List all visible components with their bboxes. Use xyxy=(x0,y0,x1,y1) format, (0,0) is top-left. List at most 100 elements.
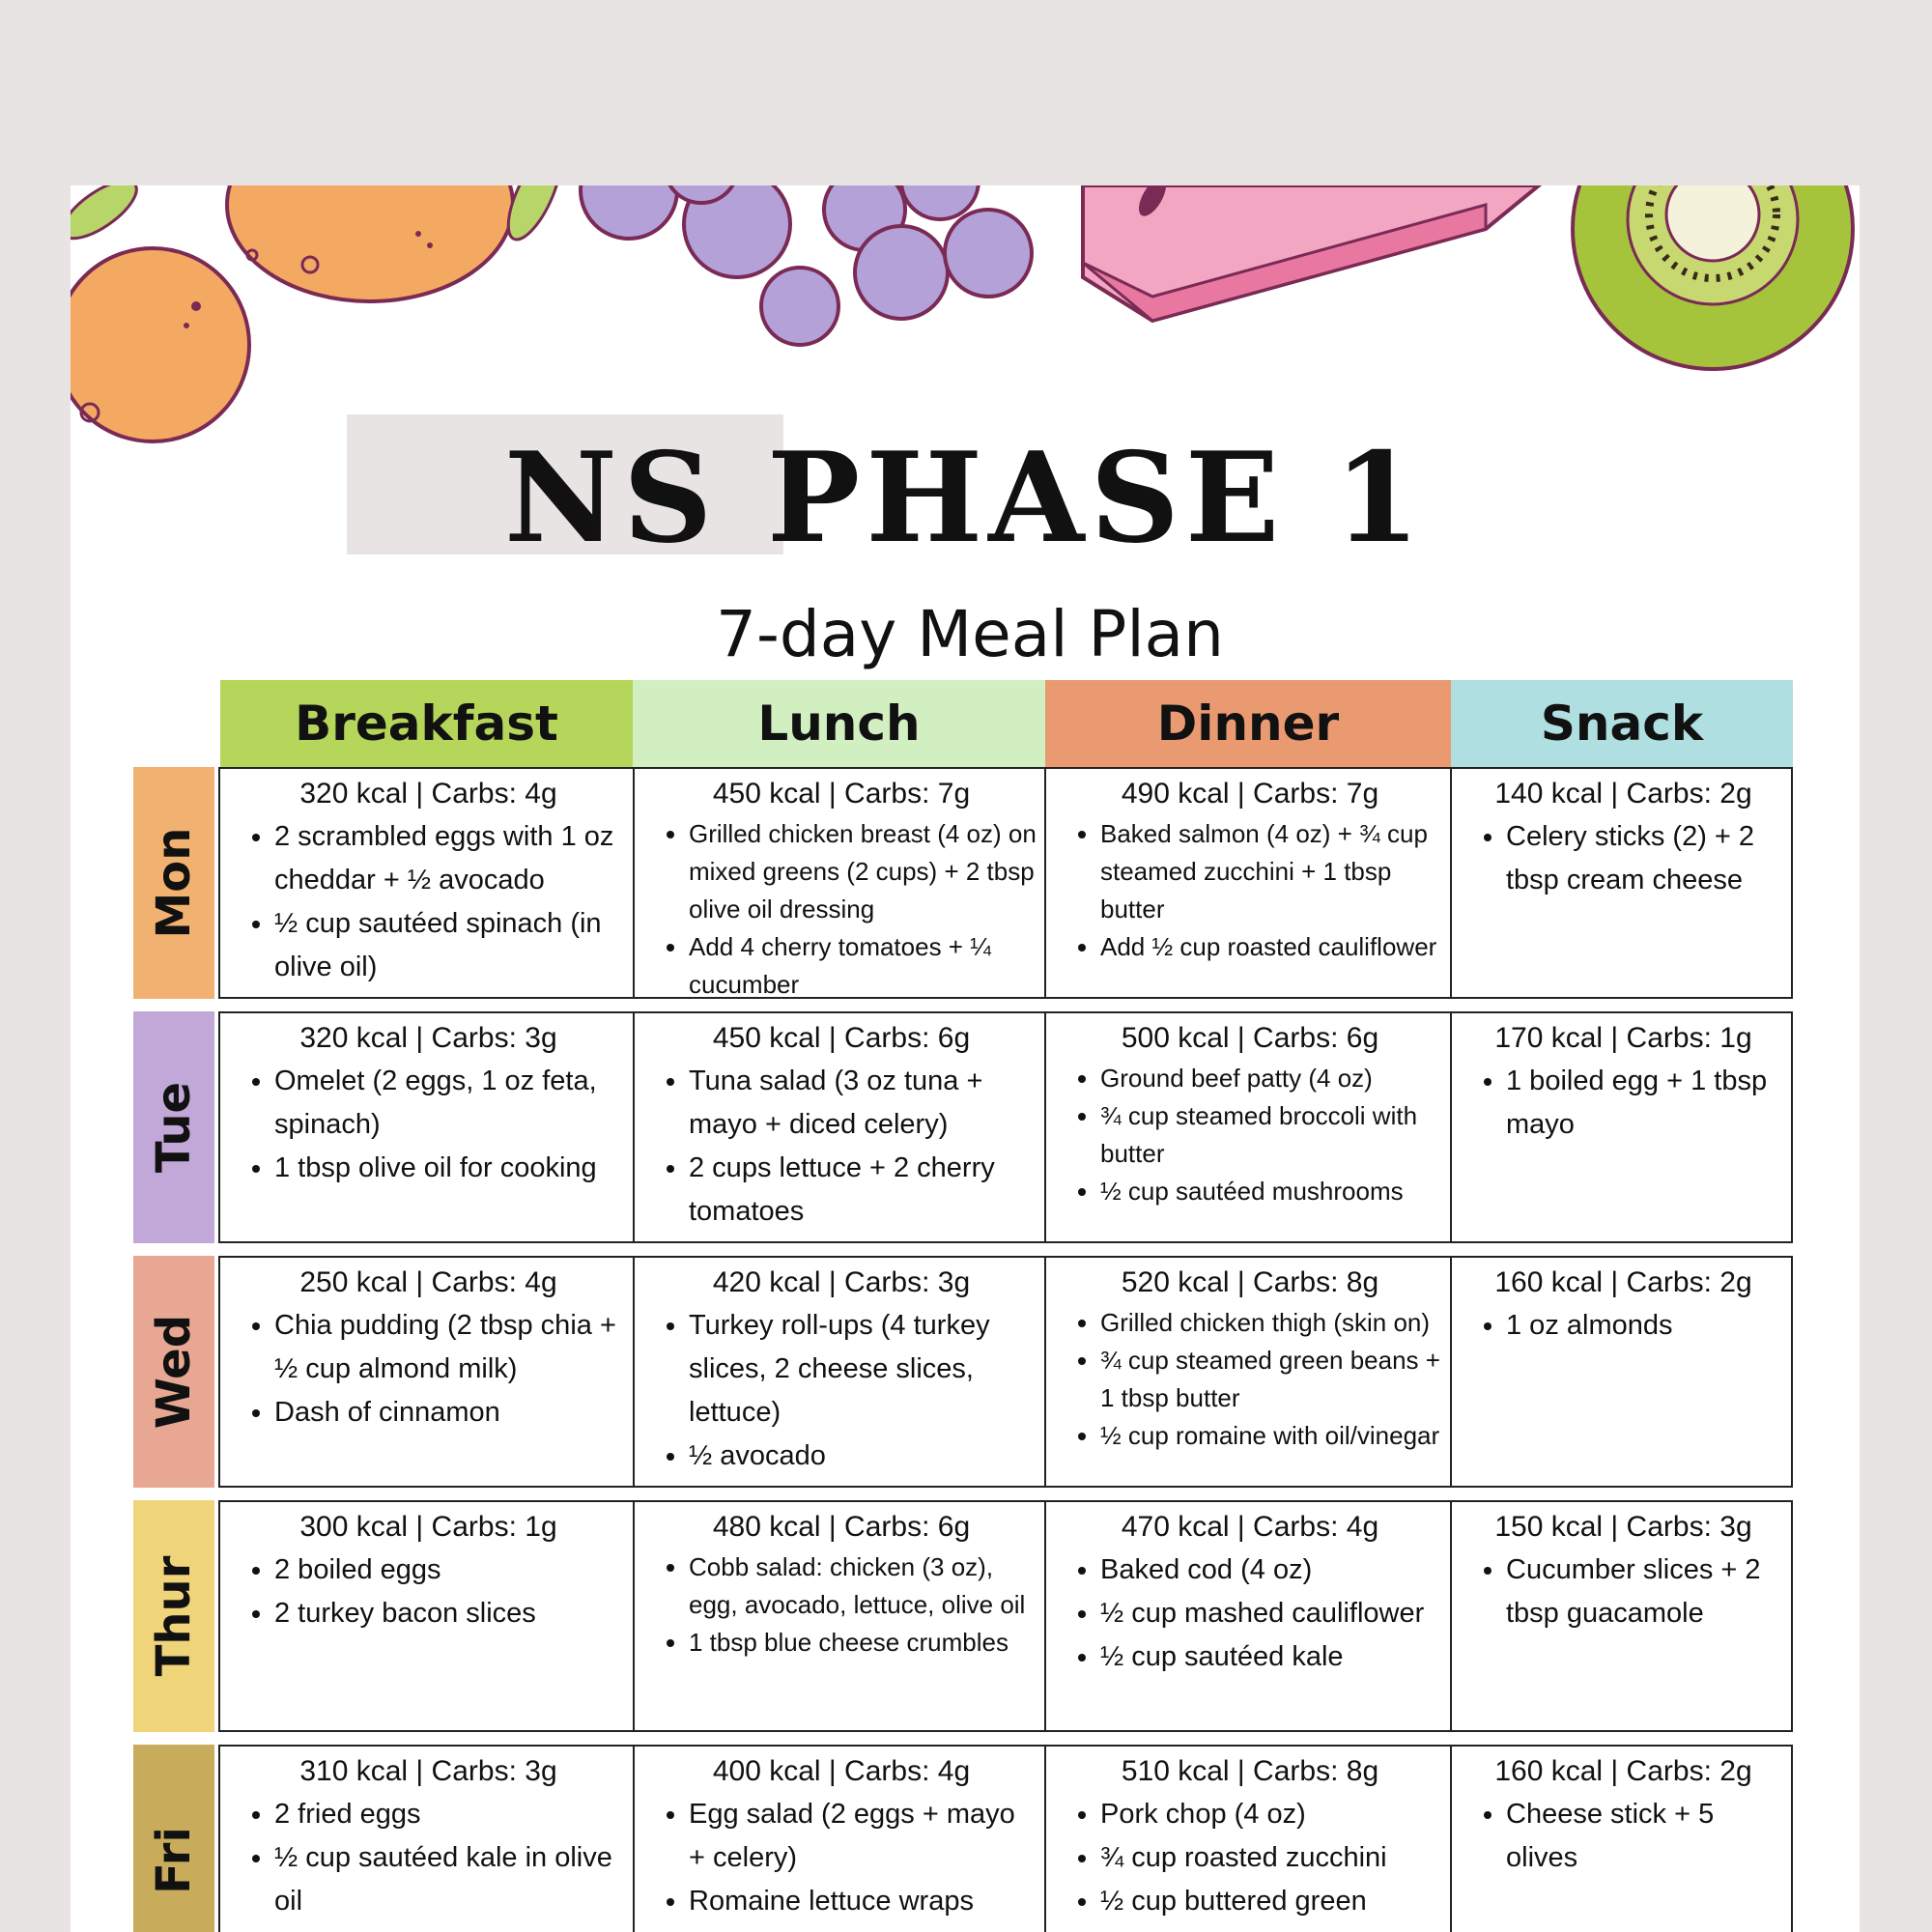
meal-cell-dinner: 510 kcal | Carbs: 8g Pork chop (4 oz)¾ c… xyxy=(1046,1747,1450,1932)
meal-item: Ground beef patty (4 oz) xyxy=(1100,1060,1442,1097)
meal-plan-page: NS PHASE 1 7-day Meal Plan Breakfast Lun… xyxy=(71,185,1860,1932)
kcal-carbs: 490 kcal | Carbs: 7g xyxy=(1121,778,1379,810)
kcal-carbs: 470 kcal | Carbs: 4g xyxy=(1121,1511,1379,1543)
table-row: 320 kcal | Carbs: 4g 2 scrambled eggs wi… xyxy=(218,767,1793,999)
meal-cell-dinner: 490 kcal | Carbs: 7g Baked salmon (4 oz)… xyxy=(1046,769,1450,997)
meal-cell-breakfast: 320 kcal | Carbs: 4g 2 scrambled eggs wi… xyxy=(220,769,633,997)
meal-item: Chia pudding (2 tbsp chia + ½ cup almond… xyxy=(274,1304,625,1391)
meal-item: ½ cup sautéed kale in olive oil xyxy=(274,1836,625,1923)
table-row: 320 kcal | Carbs: 3g Omelet (2 eggs, 1 o… xyxy=(218,1011,1793,1243)
meal-item: Dash of cinnamon xyxy=(274,1391,625,1435)
meal-cell-snack: 160 kcal | Carbs: 2g Cheese stick + 5 ol… xyxy=(1452,1747,1791,1932)
day-label-text: Fri xyxy=(147,1827,201,1894)
kcal-carbs: 510 kcal | Carbs: 8g xyxy=(1121,1755,1379,1787)
meal-item: Baked salmon (4 oz) + ¾ cup steamed zucc… xyxy=(1100,815,1442,928)
meal-item: ¾ cup steamed green beans + 1 tbsp butte… xyxy=(1100,1342,1442,1417)
kcal-carbs: 420 kcal | Carbs: 3g xyxy=(712,1266,971,1298)
meal-cell-breakfast: 300 kcal | Carbs: 1g 2 boiled eggs2 turk… xyxy=(220,1502,633,1730)
kcal-carbs: 500 kcal | Carbs: 6g xyxy=(1121,1022,1379,1054)
orange-left-icon xyxy=(71,246,251,443)
table-row: 300 kcal | Carbs: 1g 2 boiled eggs2 turk… xyxy=(218,1500,1793,1732)
meal-item: Cheese stick + 5 olives xyxy=(1506,1793,1783,1880)
day-label-fri: Fri xyxy=(133,1745,214,1932)
kcal-carbs: 140 kcal | Carbs: 2g xyxy=(1494,778,1752,810)
grapes-icon xyxy=(579,185,1034,347)
kcal-carbs: 150 kcal | Carbs: 3g xyxy=(1494,1511,1752,1543)
kcal-carbs: 450 kcal | Carbs: 7g xyxy=(712,778,971,810)
orange-top-icon xyxy=(225,185,515,303)
meal-item: 1 tbsp olive oil for cooking xyxy=(274,1147,625,1190)
day-label-mon: Mon xyxy=(133,767,214,999)
meal-item: Baked cod (4 oz) xyxy=(1100,1548,1442,1592)
meal-cell-dinner: 520 kcal | Carbs: 8g Grilled chicken thi… xyxy=(1046,1258,1450,1486)
meal-item: Celery sticks (2) + 2 tbsp cream cheese xyxy=(1506,815,1783,902)
meal-cell-breakfast: 310 kcal | Carbs: 3g 2 fried eggs½ cup s… xyxy=(220,1747,633,1932)
meal-cell-lunch: 480 kcal | Carbs: 6g Cobb salad: chicken… xyxy=(635,1502,1044,1730)
meal-item: Pork chop (4 oz) xyxy=(1100,1793,1442,1836)
day-label-text: Mon xyxy=(147,827,201,939)
meal-cell-lunch: 450 kcal | Carbs: 6g Tuna salad (3 oz tu… xyxy=(635,1013,1044,1241)
meal-item: ¾ cup roasted zucchini xyxy=(1100,1836,1442,1880)
meal-item: Cucumber slices + 2 tbsp guacamole xyxy=(1506,1548,1783,1635)
meal-item: Grilled chicken breast (4 oz) on mixed g… xyxy=(689,815,1037,928)
column-header-dinner: Dinner xyxy=(1045,680,1451,767)
meal-item: 1 tbsp blue cheese crumbles xyxy=(689,1624,1037,1662)
kcal-carbs: 320 kcal | Carbs: 4g xyxy=(299,778,557,810)
kcal-carbs: 480 kcal | Carbs: 6g xyxy=(712,1511,971,1543)
day-label-thur: Thur xyxy=(133,1500,214,1732)
meal-item: Tuna salad (3 oz tuna + mayo + diced cel… xyxy=(689,1060,1037,1147)
kcal-carbs: 450 kcal | Carbs: 6g xyxy=(712,1022,971,1054)
meal-item: ½ cup romaine with oil/vinegar xyxy=(1100,1417,1442,1455)
meal-item: 1 oz almonds xyxy=(1506,1304,1783,1348)
meal-cell-lunch: 420 kcal | Carbs: 3g Turkey roll-ups (4 … xyxy=(635,1258,1044,1486)
table-row: 310 kcal | Carbs: 3g 2 fried eggs½ cup s… xyxy=(218,1745,1793,1932)
day-label-tue: Tue xyxy=(133,1011,214,1243)
meal-item: ¾ cup steamed broccoli with butter xyxy=(1100,1097,1442,1173)
meal-cell-breakfast: 250 kcal | Carbs: 4g Chia pudding (2 tbs… xyxy=(220,1258,633,1486)
meal-cell-snack: 150 kcal | Carbs: 3g Cucumber slices + 2… xyxy=(1452,1502,1791,1730)
kcal-carbs: 160 kcal | Carbs: 2g xyxy=(1494,1755,1752,1787)
meal-item: Turkey roll-ups (4 turkey slices, 2 chee… xyxy=(689,1304,1037,1435)
meal-cell-snack: 160 kcal | Carbs: 2g 1 oz almonds xyxy=(1452,1258,1791,1486)
meal-cell-breakfast: 320 kcal | Carbs: 3g Omelet (2 eggs, 1 o… xyxy=(220,1013,633,1241)
day-label-wed: Wed xyxy=(133,1256,214,1488)
leaf-icon xyxy=(71,185,562,242)
meal-item: ½ cup sautéed spinach (in olive oil) xyxy=(274,902,625,989)
kcal-carbs: 310 kcal | Carbs: 3g xyxy=(299,1755,557,1787)
meal-cell-snack: 170 kcal | Carbs: 1g 1 boiled egg + 1 tb… xyxy=(1452,1013,1791,1241)
meal-cell-snack: 140 kcal | Carbs: 2g Celery sticks (2) +… xyxy=(1452,769,1791,997)
title-redaction xyxy=(347,414,783,554)
meal-item: 2 boiled eggs xyxy=(274,1548,625,1592)
meal-item: Add 4 cherry tomatoes + ¼ cucumber xyxy=(689,928,1037,997)
table-row: 250 kcal | Carbs: 4g Chia pudding (2 tbs… xyxy=(218,1256,1793,1488)
meal-item: Add ½ cup roasted cauliflower xyxy=(1100,928,1442,966)
kiwi-icon xyxy=(1571,185,1855,371)
day-label-text: Tue xyxy=(147,1081,201,1174)
meal-cell-lunch: 400 kcal | Carbs: 4g Egg salad (2 eggs +… xyxy=(635,1747,1044,1932)
column-header-snack: Snack xyxy=(1451,680,1793,767)
column-header-lunch: Lunch xyxy=(633,680,1045,767)
meal-cell-dinner: 470 kcal | Carbs: 4g Baked cod (4 oz)½ c… xyxy=(1046,1502,1450,1730)
meal-item: Cobb salad: chicken (3 oz), egg, avocado… xyxy=(689,1548,1037,1624)
meal-item: 2 cups lettuce + 2 cherry tomatoes xyxy=(689,1147,1037,1234)
kcal-carbs: 400 kcal | Carbs: 4g xyxy=(712,1755,971,1787)
kcal-carbs: 160 kcal | Carbs: 2g xyxy=(1494,1266,1752,1298)
column-header-breakfast: Breakfast xyxy=(220,680,633,767)
watermelon-icon xyxy=(1081,185,1543,324)
meal-item: ½ cup mashed cauliflower xyxy=(1100,1592,1442,1635)
meal-item: Omelet (2 eggs, 1 oz feta, spinach) xyxy=(274,1060,625,1147)
kcal-carbs: 250 kcal | Carbs: 4g xyxy=(299,1266,557,1298)
meal-item: ½ avocado xyxy=(689,1435,1037,1478)
meal-item: 2 scrambled eggs with 1 oz cheddar + ½ a… xyxy=(274,815,625,902)
kcal-carbs: 520 kcal | Carbs: 8g xyxy=(1121,1266,1379,1298)
meal-item: ½ cup buttered green xyxy=(1100,1880,1442,1923)
day-label-text: Wed xyxy=(147,1314,201,1430)
page-subtitle: 7-day Meal Plan xyxy=(716,597,1224,671)
meal-item: ½ cup sautéed kale xyxy=(1100,1635,1442,1679)
kcal-carbs: 170 kcal | Carbs: 1g xyxy=(1494,1022,1752,1054)
kcal-carbs: 300 kcal | Carbs: 1g xyxy=(299,1511,557,1543)
meal-item: Egg salad (2 eggs + mayo + celery) xyxy=(689,1793,1037,1880)
meal-cell-dinner: 500 kcal | Carbs: 6g Ground beef patty (… xyxy=(1046,1013,1450,1241)
page-title: NS PHASE 1 xyxy=(503,426,1427,571)
meal-item: Romaine lettuce wraps xyxy=(689,1880,1037,1923)
